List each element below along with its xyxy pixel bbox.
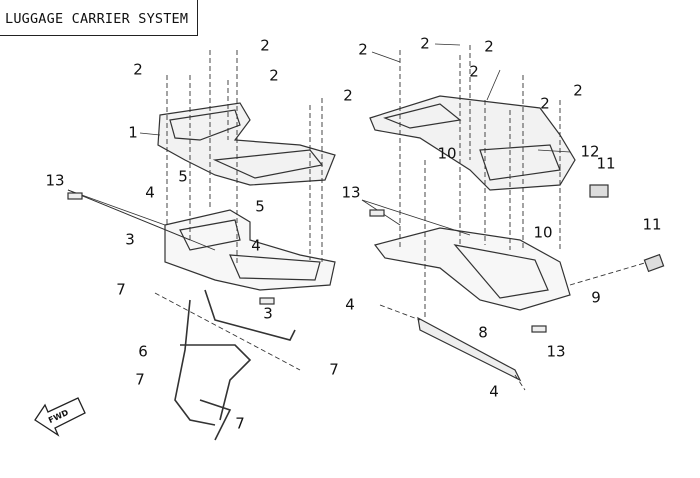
callout-2: 2 <box>269 66 279 85</box>
reflector-part <box>589 184 609 198</box>
callout-8: 8 <box>478 323 488 342</box>
pad-part <box>259 297 275 305</box>
callout-13: 13 <box>341 183 361 202</box>
callout-10: 10 <box>533 223 553 242</box>
diagram-title-box: LUGGAGE CARRIER SYSTEM <box>0 0 198 36</box>
rear-rack-frame <box>373 227 571 311</box>
pad-part <box>531 325 547 333</box>
pad-part <box>67 192 83 200</box>
reflector-part <box>643 253 665 273</box>
diagram-title: LUGGAGE CARRIER SYSTEM <box>5 11 189 27</box>
callout-5: 5 <box>255 197 265 216</box>
callout-2: 2 <box>133 60 143 79</box>
callout-2: 2 <box>540 94 550 113</box>
rack-bracket <box>174 289 296 441</box>
callout-6: 6 <box>138 342 148 361</box>
callout-4: 4 <box>345 295 355 314</box>
callout-2: 2 <box>573 81 583 100</box>
callout-3: 3 <box>125 230 135 249</box>
callout-7: 7 <box>329 360 339 379</box>
fastener-lines <box>154 45 649 391</box>
callout-2: 2 <box>469 62 479 81</box>
callout-11: 11 <box>596 154 616 173</box>
callout-1: 1 <box>128 123 138 142</box>
callout-9: 9 <box>591 288 601 307</box>
callout-2: 2 <box>343 86 353 105</box>
callout-2: 2 <box>260 36 270 55</box>
callout-10: 10 <box>437 144 457 163</box>
pad-part <box>369 209 385 217</box>
callout-7: 7 <box>116 280 126 299</box>
callout-5: 5 <box>178 167 188 186</box>
callout-7: 7 <box>235 414 245 433</box>
mounting-bar <box>417 316 522 382</box>
callout-7: 7 <box>135 370 145 389</box>
fwd-arrow-icon <box>34 397 86 437</box>
callout-4: 4 <box>251 236 261 255</box>
callout-2: 2 <box>484 37 494 56</box>
callout-2: 2 <box>420 34 430 53</box>
leader-lines <box>67 43 571 251</box>
callout-4: 4 <box>489 382 499 401</box>
callout-11: 11 <box>642 215 662 234</box>
callout-13: 13 <box>546 342 566 361</box>
callout-2: 2 <box>358 40 368 59</box>
callout-4: 4 <box>145 183 155 202</box>
callout-13: 13 <box>45 171 65 190</box>
front-rack-frame <box>164 209 336 291</box>
callout-3: 3 <box>263 304 273 323</box>
callout-12: 12 <box>580 142 600 161</box>
